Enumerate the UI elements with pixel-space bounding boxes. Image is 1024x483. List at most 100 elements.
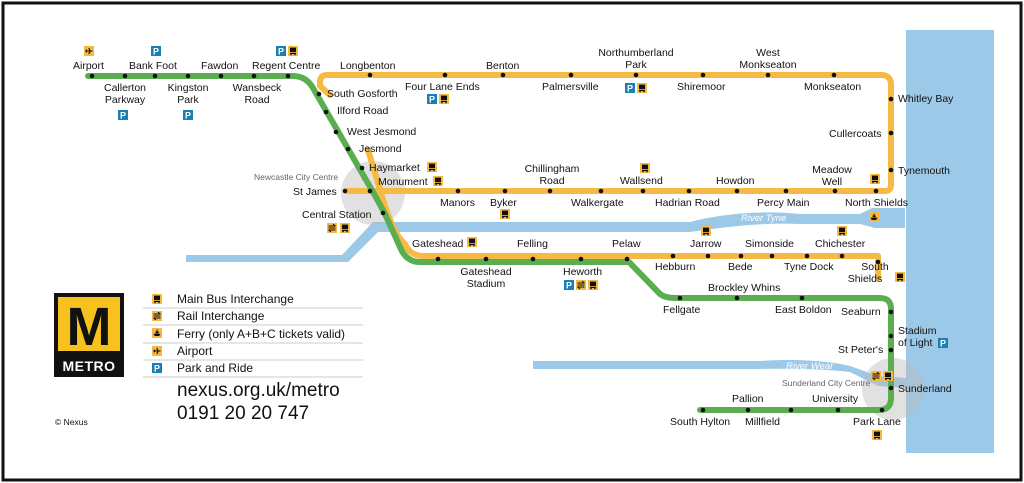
- north-sea: [906, 30, 994, 453]
- bus-interchange-icon: [870, 174, 880, 184]
- legend: Main Bus Interchange Rail Interchange Fe…: [143, 292, 363, 424]
- station-label: Palmersville: [542, 81, 599, 93]
- station-label: Longbenton: [340, 60, 396, 72]
- river-wear-label: River Wear: [786, 361, 834, 372]
- station-label: Brockley Whins: [708, 282, 780, 294]
- station-label: Whitley Bay: [898, 93, 954, 105]
- river-tyne: [186, 208, 905, 262]
- station-label: Byker: [490, 197, 517, 209]
- park-ride-icon: [151, 46, 161, 57]
- bus-interchange-icon: [701, 226, 711, 236]
- park-ride-icon: [938, 338, 948, 349]
- ferry-icon: [869, 212, 879, 222]
- park-ride-icon: [118, 110, 128, 121]
- station-label: Benton: [486, 60, 519, 72]
- station-label: Airport: [73, 60, 104, 72]
- legend-bus: Main Bus Interchange: [177, 292, 294, 306]
- station-label: South Hylton: [670, 416, 730, 428]
- station-label: Hadrian Road: [655, 197, 720, 209]
- station-label: Percy Main: [757, 197, 810, 209]
- station-label: Simonside: [745, 238, 794, 250]
- metro-logo: M METRO: [54, 293, 124, 377]
- station-label: Ilford Road: [337, 105, 389, 117]
- station-label: West Jesmond: [347, 126, 416, 138]
- bus-interchange-icon: [439, 94, 449, 104]
- bus-interchange-icon: [500, 209, 510, 219]
- station-label: Manors: [440, 197, 475, 209]
- station-label: Walkergate: [571, 197, 624, 209]
- station-label: Jesmond: [359, 143, 402, 155]
- sunderland-centre-label: Sunderland City Centre: [782, 378, 871, 388]
- station-label: Haymarket: [369, 162, 420, 174]
- bus-interchange-icon: [433, 176, 443, 186]
- station-label: Monkseaton: [804, 81, 861, 93]
- station-label: Shiremoor: [677, 81, 726, 93]
- river-wear: [533, 359, 906, 388]
- bus-interchange-icon: [895, 272, 905, 282]
- station-label: Sunderland: [898, 383, 952, 395]
- station-dots: [89, 72, 894, 413]
- bus-interchange-icon: [427, 162, 437, 172]
- station-label: Chichester: [815, 238, 866, 250]
- station-label: University: [812, 393, 859, 405]
- station-label: Fellgate: [663, 304, 701, 316]
- station-labels: Airport Bank Foot Fawdon Regent Centre C…: [73, 47, 954, 428]
- station-label: Howdon: [716, 175, 755, 187]
- station-label: Hebburn: [655, 261, 695, 273]
- park-ride-icon: [625, 83, 635, 94]
- contact-url[interactable]: nexus.org.uk/metro: [177, 380, 340, 401]
- station-label: Tynemouth: [898, 165, 950, 177]
- water-layer: River Tyne River Wear: [186, 30, 994, 453]
- park-ride-icon: [564, 280, 574, 291]
- bus-interchange-icon: [288, 46, 298, 56]
- station-label: Gateshead: [412, 238, 464, 250]
- logo-word: METRO: [62, 358, 115, 374]
- station-label: North Shields: [845, 197, 908, 209]
- station-label: Heworth: [563, 266, 602, 278]
- rail-interchange-icon: [575, 279, 587, 291]
- airport-icon: [151, 345, 163, 357]
- park-ride-icon: [152, 363, 162, 374]
- station-label: St Peter's: [838, 344, 883, 356]
- station-label: East Boldon: [775, 304, 832, 316]
- legend-rail: Rail Interchange: [177, 309, 265, 323]
- bus-interchange-icon: [152, 294, 162, 304]
- rail-interchange-icon: [151, 310, 163, 322]
- station-label: South Gosforth: [327, 88, 398, 100]
- station-label: Tyne Dock: [784, 261, 834, 273]
- bus-interchange-icon: [837, 226, 847, 236]
- station-label: Park Lane: [853, 416, 901, 428]
- rail-interchange-icon: [326, 222, 338, 234]
- bus-interchange-icon: [637, 83, 647, 93]
- station-label: Wallsend: [620, 175, 663, 187]
- river-tyne-label: River Tyne: [741, 213, 786, 224]
- station-label: Central Station: [302, 209, 372, 221]
- station-label: Cullercoats: [829, 128, 882, 140]
- copyright: © Nexus: [55, 417, 88, 427]
- station-label: Monument: [378, 176, 428, 188]
- airport-icon: [83, 45, 95, 57]
- bus-interchange-icon: [872, 430, 882, 440]
- legend-airport: Airport: [177, 344, 213, 358]
- bus-interchange-icon: [640, 163, 650, 173]
- station-label: Bank Foot: [129, 60, 177, 72]
- rail-interchange-icon: [870, 370, 882, 382]
- station-label: Pallion: [732, 393, 764, 405]
- park-ride-icon: [183, 110, 193, 121]
- legend-ferry: Ferry (only A+B+C tickets valid): [177, 327, 345, 341]
- park-ride-icon: [427, 94, 437, 105]
- station-label: Bede: [728, 261, 753, 273]
- station-label: St James: [293, 186, 337, 198]
- park-ride-icon: [276, 46, 286, 57]
- logo-letter: M: [67, 297, 112, 357]
- station-label: Jarrow: [690, 238, 722, 250]
- station-label: Pelaw: [612, 238, 641, 250]
